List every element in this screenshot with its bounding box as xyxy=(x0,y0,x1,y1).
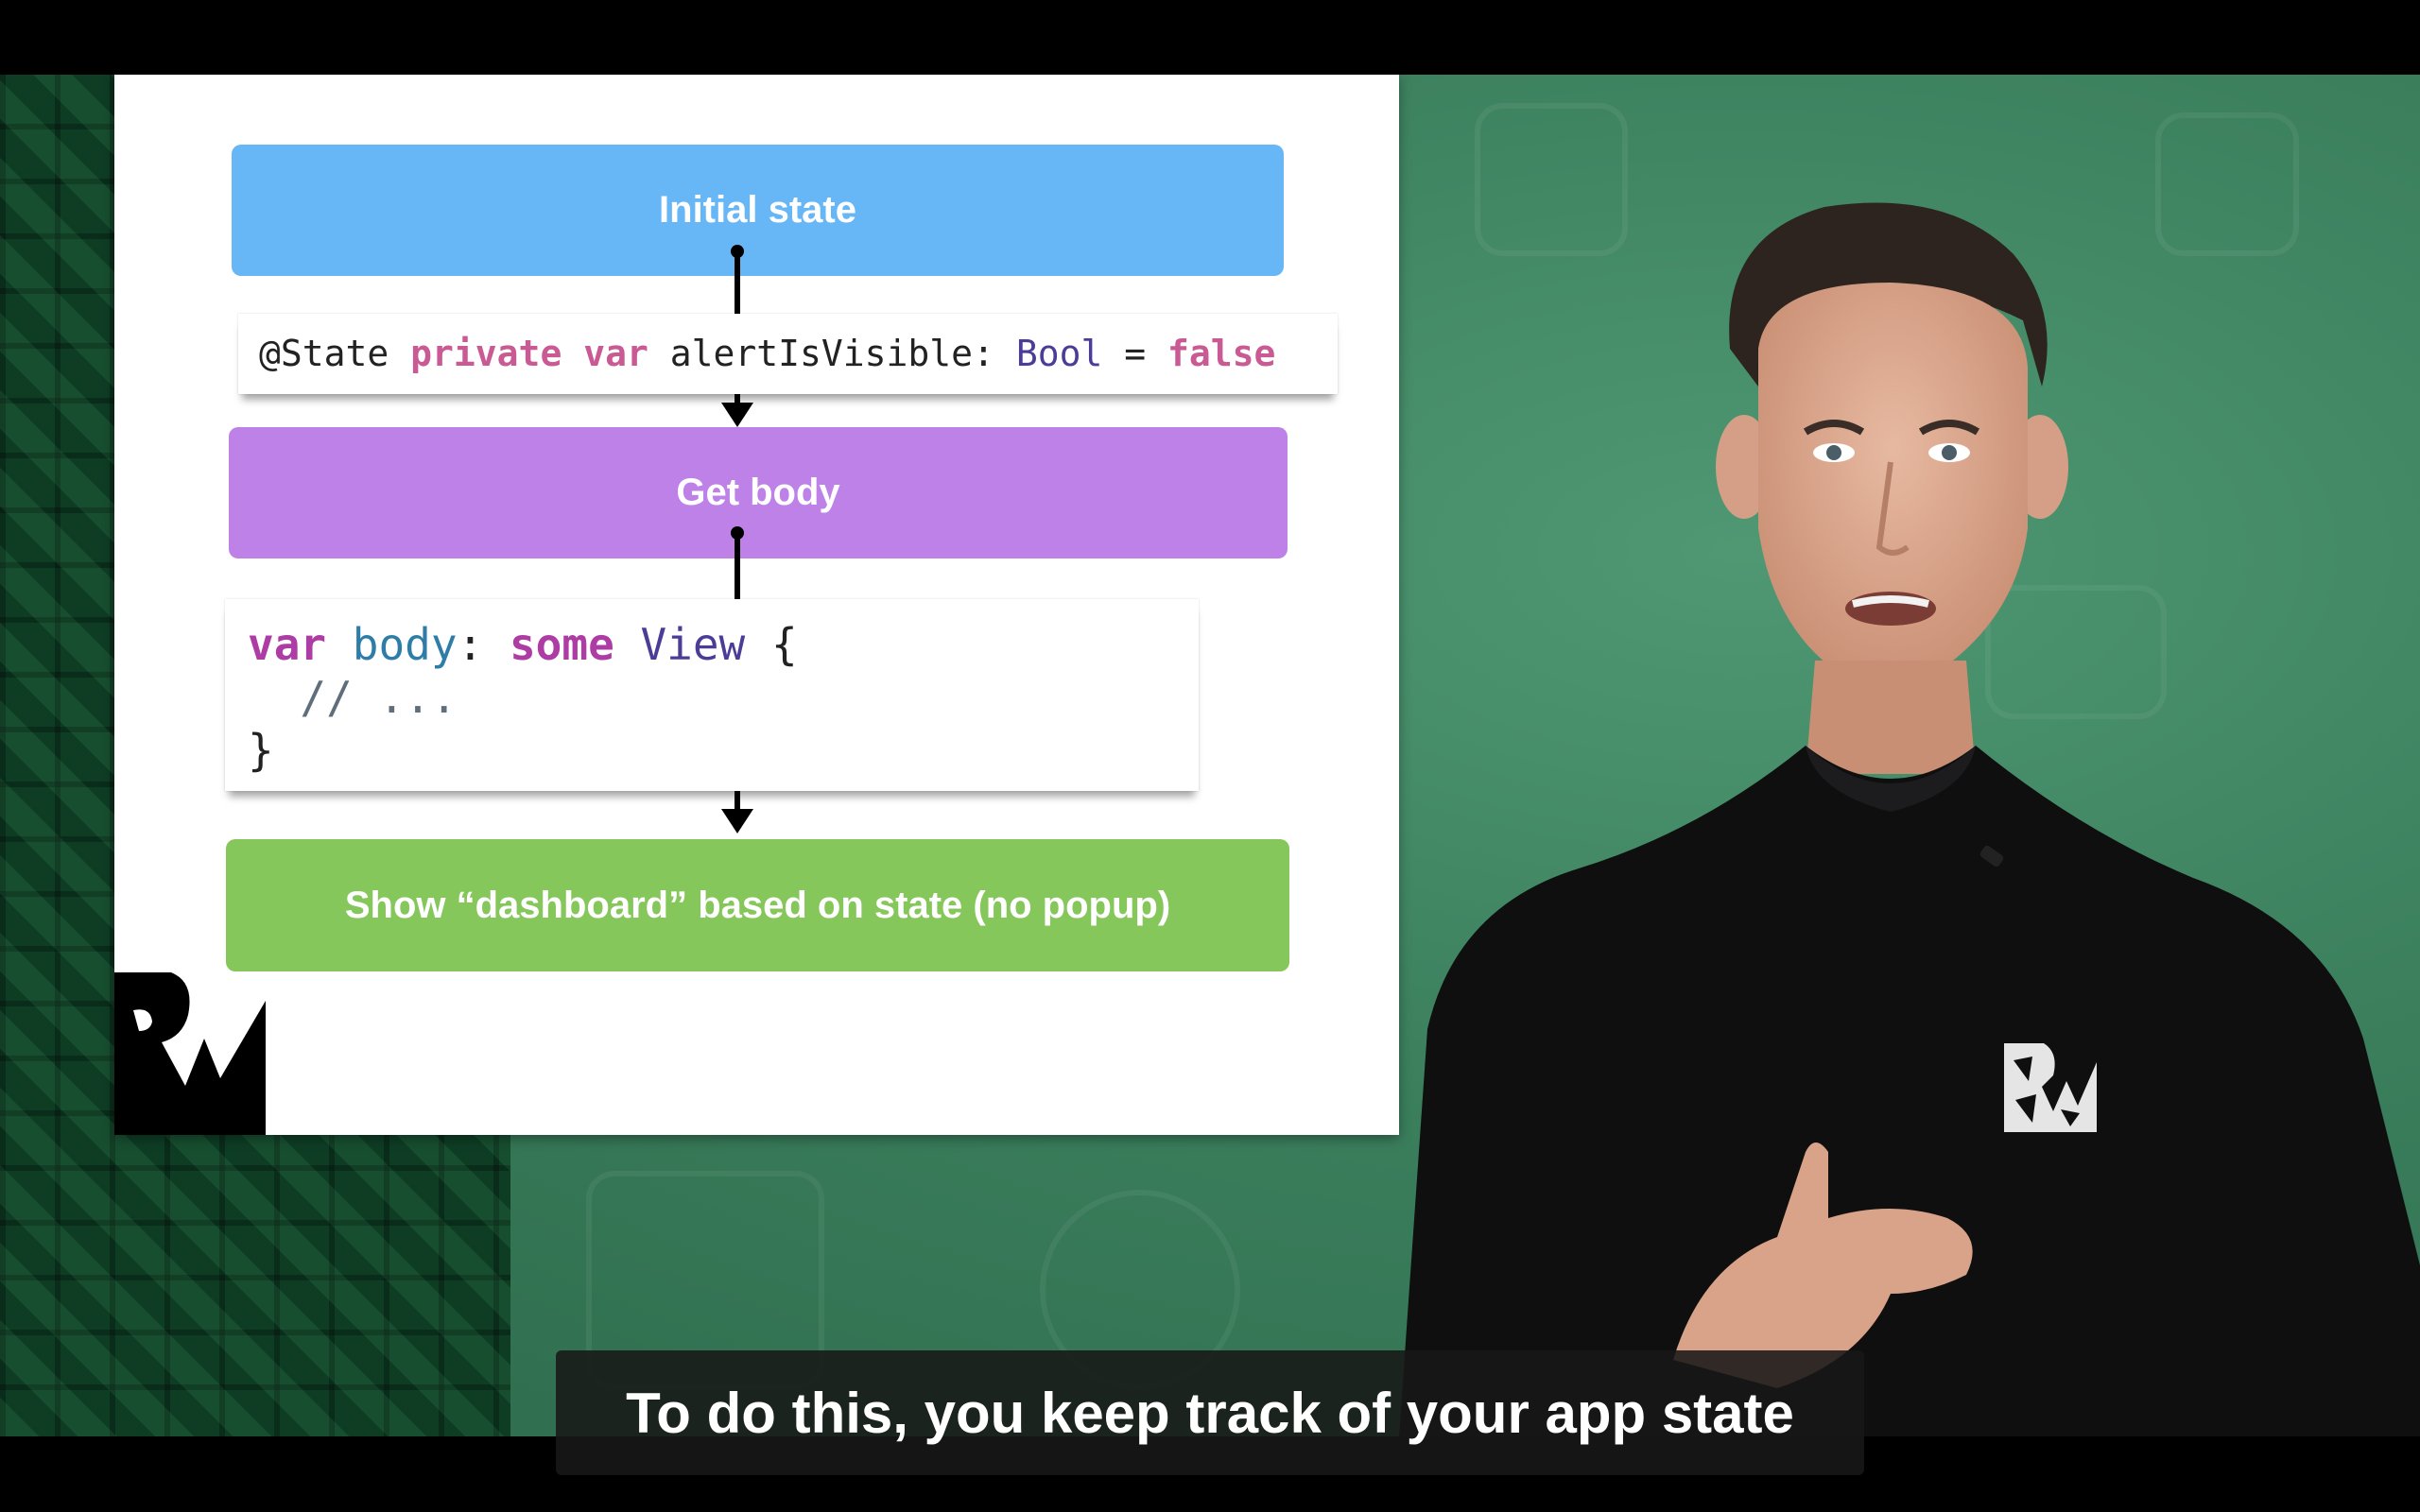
show-dashboard-box: Show “dashboard” based on state (no popu… xyxy=(226,839,1289,971)
code-attribute: @State xyxy=(259,333,389,374)
rw-logo-icon xyxy=(114,972,266,1135)
connector-line xyxy=(735,532,740,600)
initial-state-box: Initial state xyxy=(232,145,1284,276)
code-comment: // ... xyxy=(300,672,458,723)
code-punct: : xyxy=(973,333,994,374)
code-literal: false xyxy=(1167,333,1276,374)
code-identifier: body xyxy=(352,619,458,670)
connector-line xyxy=(735,791,740,816)
code-keyword: private xyxy=(410,333,562,374)
video-content: Initial state @State private var alertIs… xyxy=(0,75,2420,1436)
rw-shirt-logo-icon xyxy=(2004,1043,2097,1132)
code-type: View xyxy=(640,619,746,670)
code-line-3: } xyxy=(248,724,1199,777)
presenter-video xyxy=(1399,202,2420,1436)
initial-state-label: Initial state xyxy=(659,189,856,231)
code-punct: = xyxy=(1124,333,1147,374)
code-type: Bool xyxy=(1015,333,1103,374)
get-body-box: Get body xyxy=(229,427,1288,558)
state-declaration-code: @State private var alertIsVisible: Bool … xyxy=(238,314,1338,394)
connector-line xyxy=(735,250,740,315)
code-punct: } xyxy=(248,725,274,776)
letterbox-top xyxy=(0,0,2420,75)
show-dashboard-label: Show “dashboard” based on state (no popu… xyxy=(344,884,1171,926)
code-identifier: alertIsVisible xyxy=(669,333,974,374)
background-icon xyxy=(2155,112,2299,256)
arrow-down-icon xyxy=(721,809,753,833)
code-punct: { xyxy=(770,619,798,670)
code-punct: : xyxy=(457,619,484,670)
connector-line xyxy=(735,394,740,409)
body-code: var body: some View { // ...} xyxy=(225,599,1199,791)
code-keyword: var xyxy=(248,619,327,670)
background-icon xyxy=(1985,585,2167,719)
arrow-down-icon xyxy=(721,403,753,427)
subtitle-caption: To do this, you keep track of your app s… xyxy=(556,1350,1864,1475)
subtitle-text: To do this, you keep track of your app s… xyxy=(626,1381,1794,1445)
background-icon xyxy=(1475,103,1628,256)
code-line-2: // ... xyxy=(248,671,1199,724)
get-body-label: Get body xyxy=(676,472,840,513)
code-line-1: var body: some View { xyxy=(248,618,1199,671)
code-keyword: var xyxy=(583,333,648,374)
slide-panel: Initial state @State private var alertIs… xyxy=(114,75,1399,1135)
code-keyword: some xyxy=(509,619,614,670)
